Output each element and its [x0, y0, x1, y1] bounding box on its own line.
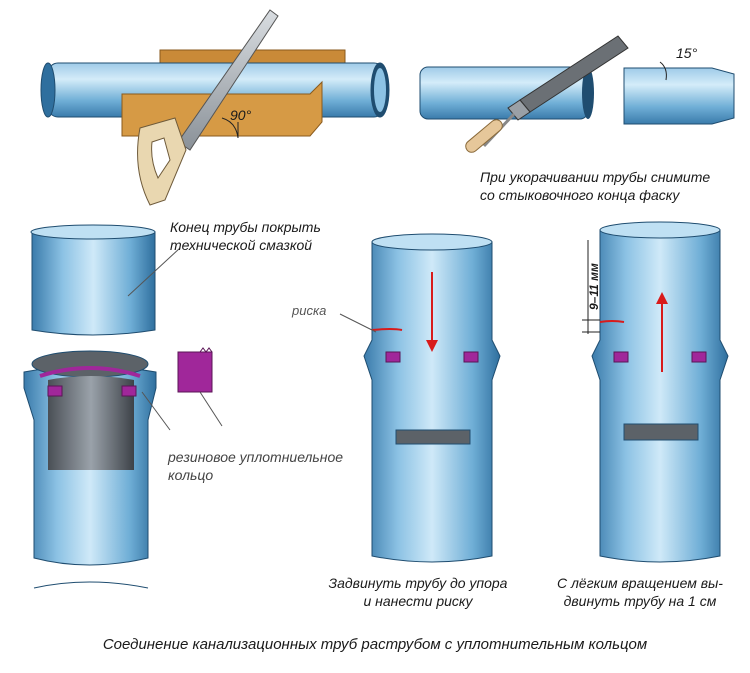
gap-label: 9–11 мм	[587, 263, 601, 310]
grease-note-line2: технической смазкой	[170, 237, 313, 253]
pull-note-line1: С лёгким вращением вы-	[557, 575, 723, 591]
pull-arrow	[656, 292, 668, 372]
pipe-end-left	[40, 62, 56, 118]
push-note-line2: и нанести риску	[363, 593, 473, 609]
gap-mark	[599, 320, 625, 323]
chamfer-illustration	[419, 35, 735, 153]
angle-90-label: 90°	[230, 107, 252, 123]
pushed-pipe	[363, 233, 501, 563]
mark-label: риска	[292, 303, 327, 318]
saw-handle	[137, 117, 187, 206]
insertion-mark	[371, 328, 403, 331]
chamfer-note-line2: со стыковочного конца фаску	[480, 187, 680, 203]
push-note: Задвинуть трубу до упора и нанести риску	[318, 574, 518, 610]
saw-blade	[177, 9, 279, 151]
pulled-pipe	[582, 221, 729, 563]
ring-profile-icon	[177, 347, 213, 393]
pull-note: С лёгким вращением вы- двинуть трубу на …	[540, 574, 740, 610]
chamfer-note: При укорачивании трубы снимите со стыков…	[480, 168, 710, 204]
grease-note-line1: Конец трубы покрыть	[170, 219, 321, 235]
ring-note-line2: кольцо	[168, 467, 214, 483]
chamfer-note-line1: При укорачивании трубы снимите	[480, 169, 711, 185]
pipe-chamfered-end	[623, 67, 735, 125]
ring-section-right	[121, 385, 137, 397]
rubber-ring	[39, 366, 141, 378]
socket-inner-wall	[48, 376, 134, 470]
socket-pipe	[23, 350, 157, 589]
chamfer-angle-arc	[659, 61, 667, 81]
leader-lines	[127, 247, 377, 431]
angle-15-label: 15°	[676, 45, 698, 61]
grease-note: Конец трубы покрыть технической смазкой	[170, 218, 321, 254]
ring-section-left	[47, 385, 63, 397]
spigot-pipe	[30, 224, 156, 336]
pull-note-line2: двинуть трубу на 1 см	[563, 593, 717, 609]
ring-note-line1: резиновое уплотниельное	[168, 449, 344, 465]
push-arrow	[426, 272, 438, 352]
ring-note: резиновое уплотниельное кольцо	[168, 448, 343, 484]
saw-cut-illustration	[40, 9, 390, 206]
file-handle	[465, 119, 503, 153]
push-note-line1: Задвинуть трубу до упора	[328, 575, 508, 591]
figure-caption: Соединение канализационных труб раструбо…	[102, 636, 648, 653]
